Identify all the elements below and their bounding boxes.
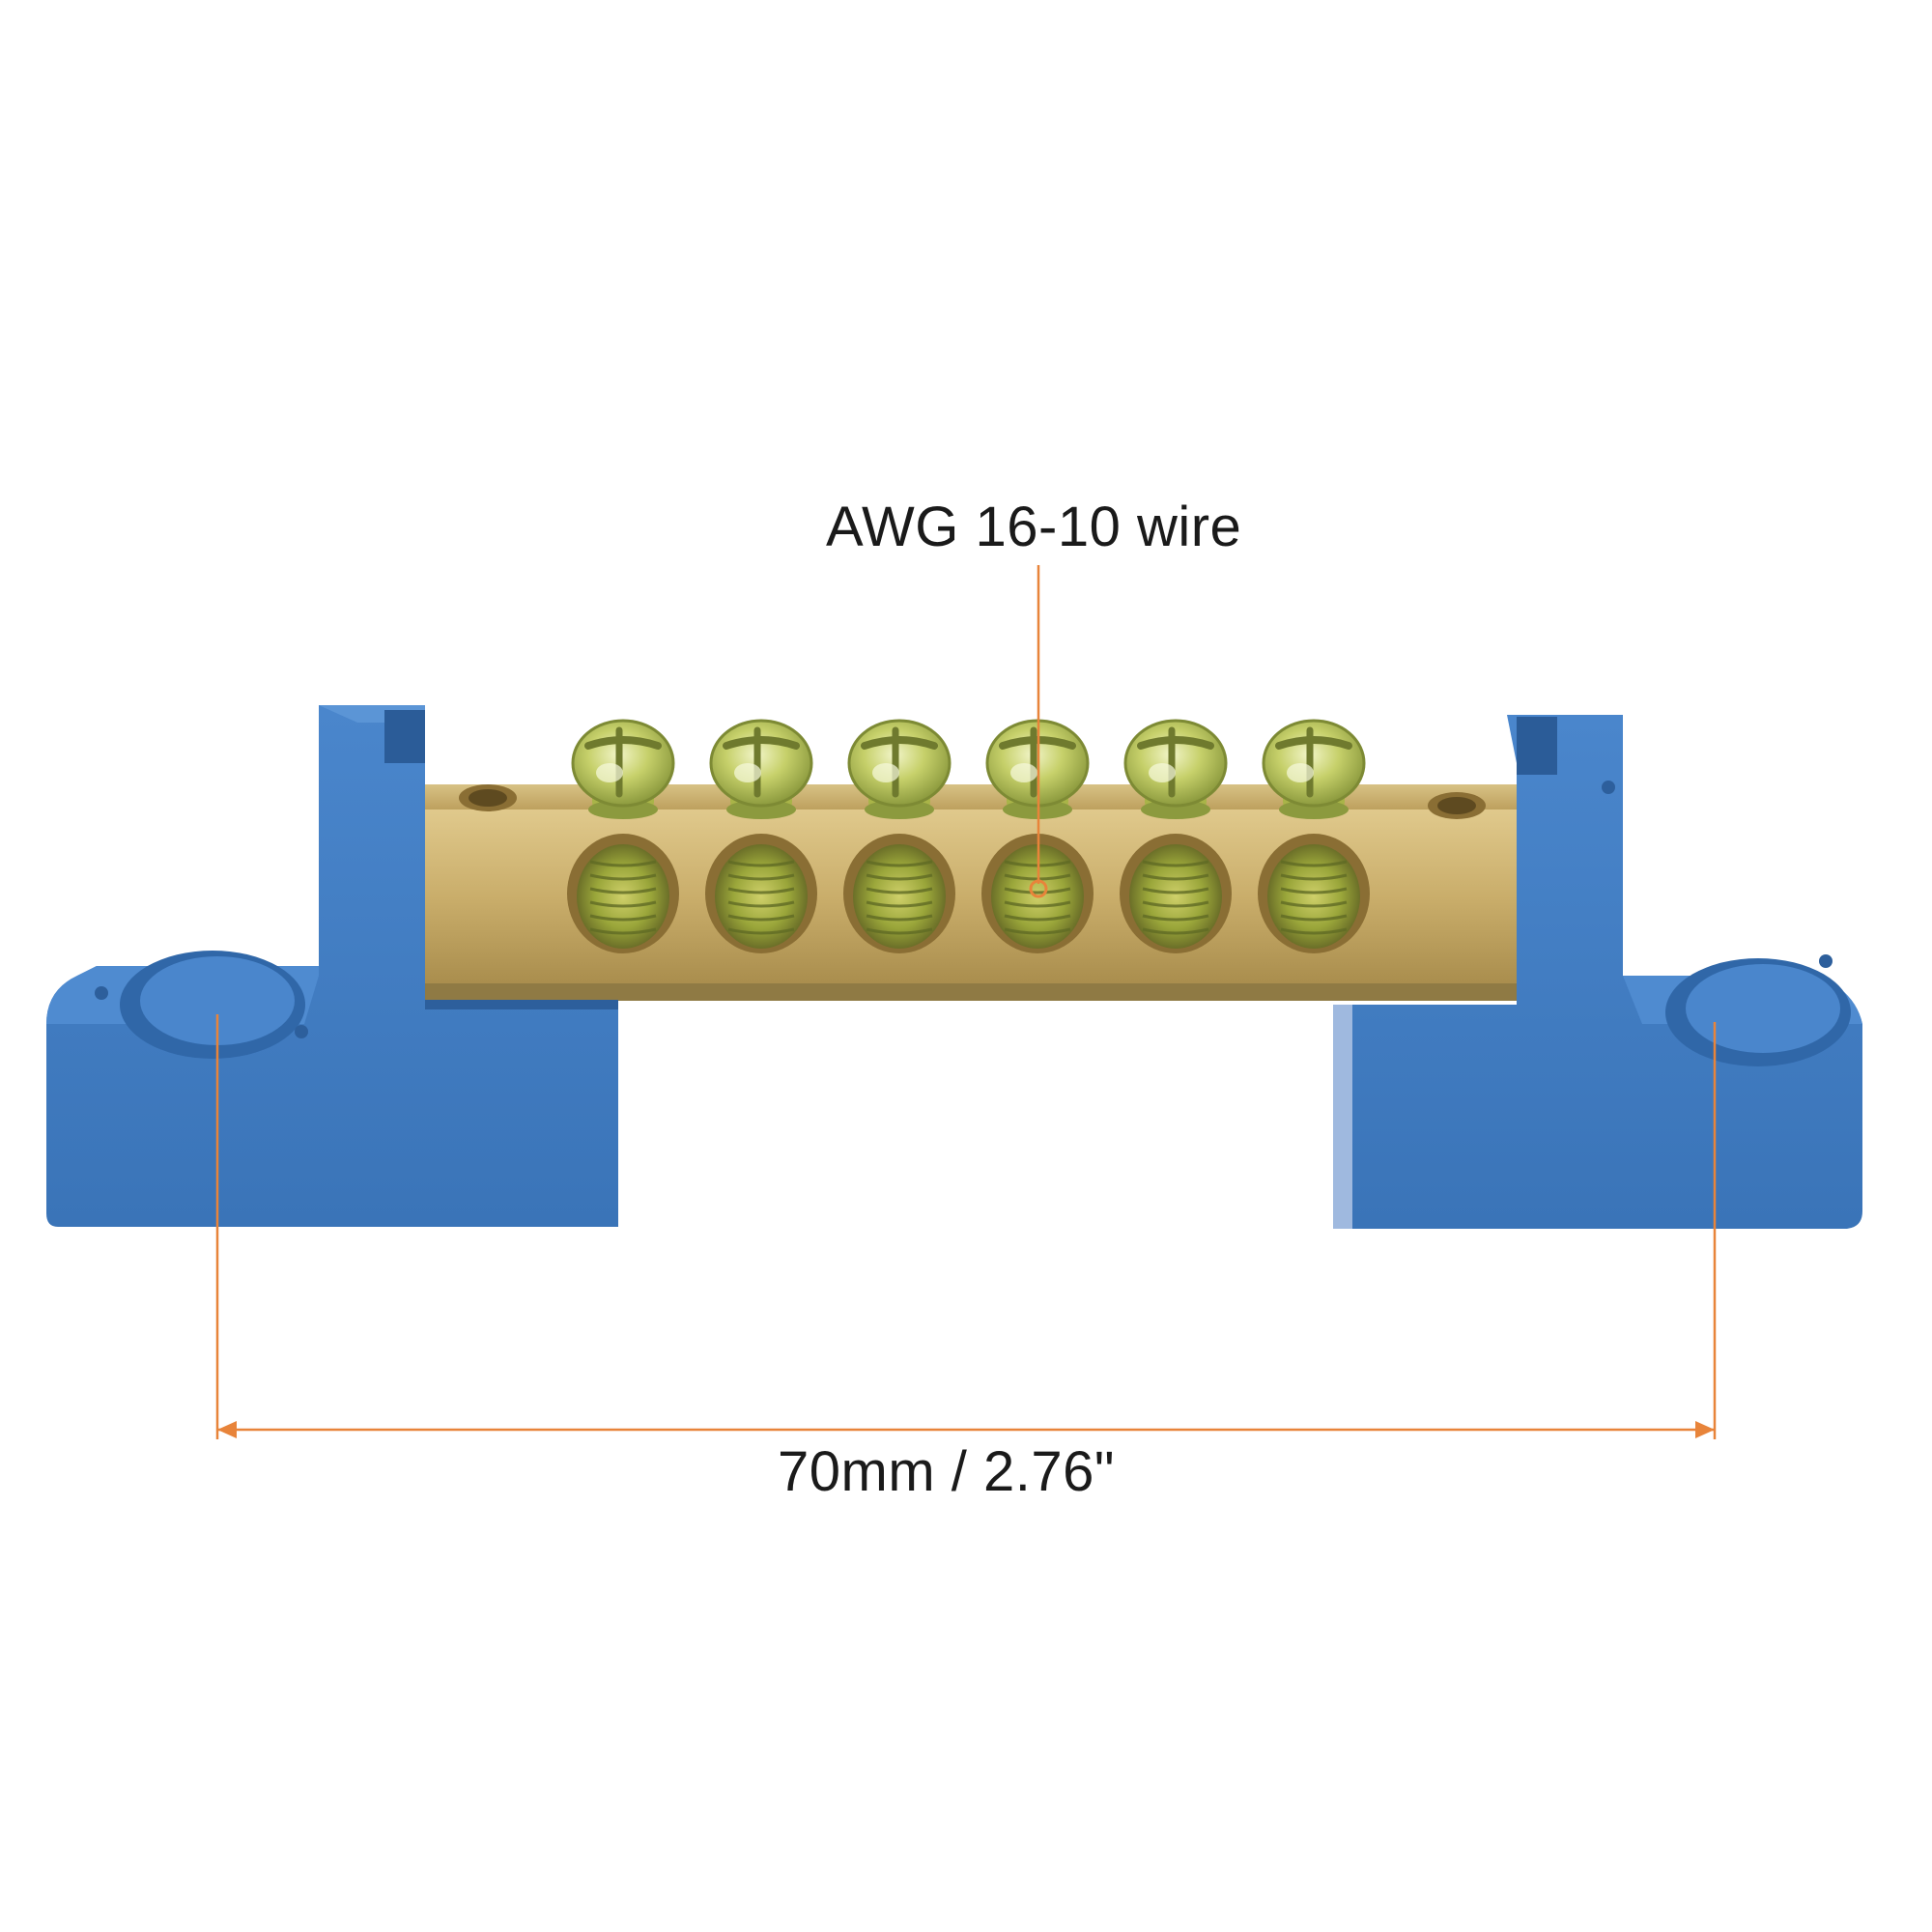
length-dimension-label: 70mm / 2.76": [778, 1440, 1115, 1503]
wire-callout: [1029, 565, 1048, 898]
terminal-screw: [1123, 719, 1228, 819]
wire-hole-row: [567, 834, 1370, 953]
wire-hole: [1258, 834, 1370, 953]
terminal-screw: [709, 719, 813, 819]
wire-hole: [705, 834, 817, 953]
wire-hole: [843, 834, 955, 953]
terminal-screw: [1262, 719, 1366, 819]
terminal-screw: [847, 719, 952, 819]
wire-hole: [567, 834, 679, 953]
right-mounting-foot: [1333, 715, 1862, 1229]
terminal-screw: [571, 719, 675, 819]
wire-hole: [1120, 834, 1232, 953]
screw-row: [571, 719, 1366, 819]
wire-gauge-label: AWG 16-10 wire: [826, 496, 1242, 558]
left-mounting-foot: [46, 705, 618, 1227]
dimension-line: [215, 1014, 1717, 1439]
wire-hole: [981, 834, 1094, 953]
